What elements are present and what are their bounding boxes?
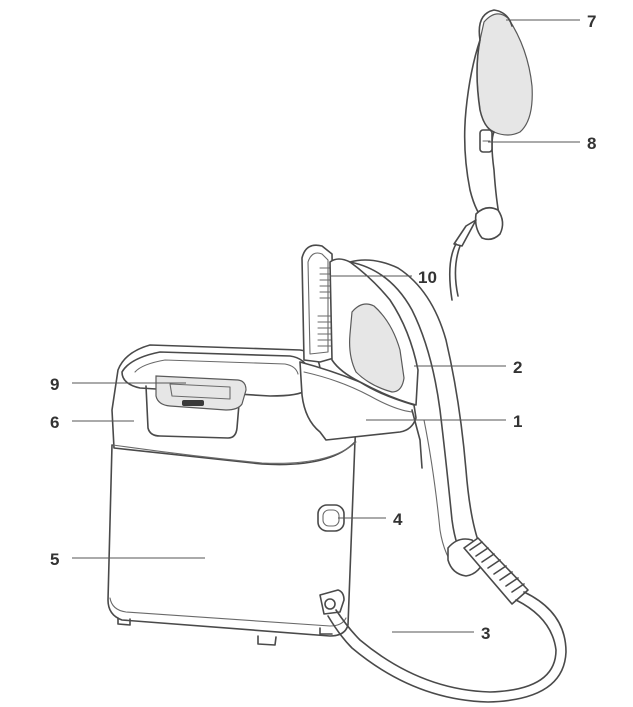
- water-tank-body: [107, 439, 356, 637]
- callout-6: 6: [50, 413, 59, 432]
- callout-3: 3: [481, 624, 490, 643]
- steamer-end-cap: [474, 206, 504, 241]
- steam-iron-docked: [329, 258, 529, 605]
- callout-1: 1: [513, 412, 522, 431]
- hose-outlet: [319, 589, 345, 615]
- steam-hose-outer: [335, 599, 557, 693]
- steamer-hose-line-2: [448, 243, 457, 301]
- callout-10: 10: [418, 268, 437, 287]
- leader-lines: [72, 19, 580, 633]
- steamer-soleplate: [476, 13, 533, 136]
- tank-foot-back: [319, 627, 333, 635]
- cradle-edge: [303, 371, 413, 413]
- callout-labels: 7 8 10 2 1 4 5 6 9 3: [50, 12, 596, 643]
- cradle-back-post: [411, 409, 423, 469]
- handheld-steamer: [448, 9, 533, 301]
- callout-7: 7: [587, 12, 596, 31]
- tank-bottom-band: [109, 597, 347, 627]
- hose-outlet-ring: [324, 598, 336, 610]
- tank-foot-right: [257, 635, 277, 646]
- steam-hose-inner: [327, 591, 567, 703]
- collar-inner-rim: [134, 359, 299, 375]
- callout-5: 5: [50, 550, 59, 569]
- hose-strain-relief: [463, 537, 529, 605]
- tank-foot-left: [117, 617, 131, 626]
- iron-side-panel: [349, 303, 405, 393]
- tank-front-window: [145, 385, 241, 439]
- callout-4: 4: [393, 510, 403, 529]
- handle-inner-slot: [169, 383, 231, 400]
- brush-bristles: [317, 267, 333, 347]
- handle-latch: [182, 400, 204, 406]
- collar-separation-line: [112, 441, 357, 464]
- callout-8: 8: [587, 134, 596, 153]
- board-frame: [301, 244, 335, 363]
- callout-9: 9: [50, 375, 59, 394]
- steamer-head-outline: [478, 9, 513, 41]
- base-unit: [107, 344, 357, 646]
- board-inner-frame: [307, 252, 329, 355]
- steamer-hose-stub: [453, 219, 477, 247]
- callout-2: 2: [513, 358, 522, 377]
- garment-board: [301, 244, 335, 363]
- steamer-hose-line: [454, 245, 461, 297]
